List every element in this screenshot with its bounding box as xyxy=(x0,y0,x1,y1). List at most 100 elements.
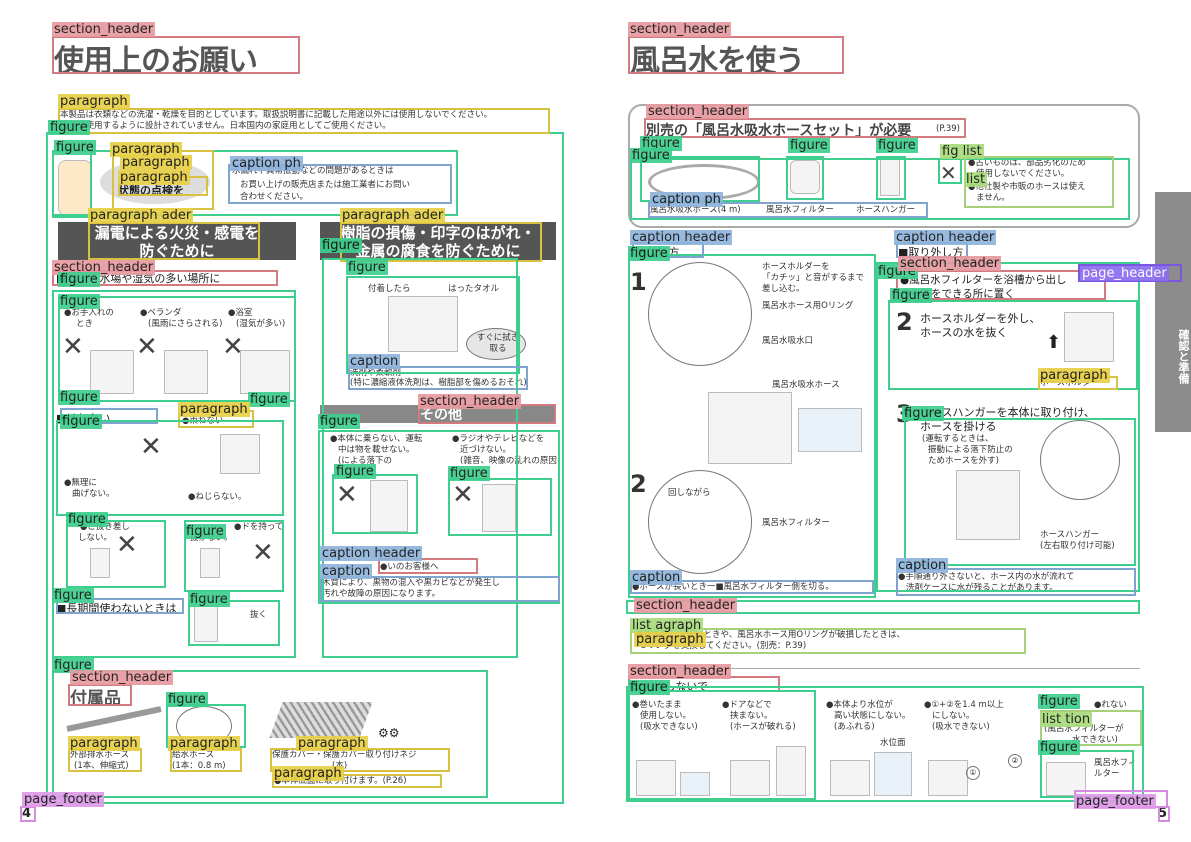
washer-illustration xyxy=(956,470,1020,540)
customer-caption-2: 汚れや故障の原因になります。 xyxy=(322,589,441,599)
outlet-illustration xyxy=(90,548,110,578)
label-tag: caption xyxy=(896,558,949,573)
washer-illustration xyxy=(370,480,408,532)
item-hose: 風呂水吸水ホース(4 m) xyxy=(650,205,741,215)
bathtub-illustration xyxy=(798,408,862,452)
remove-2b: ホースの水を抜く xyxy=(920,326,1008,339)
label-tag: caption ph xyxy=(650,192,723,207)
cross-icon: ✕ xyxy=(136,332,158,362)
hanger-illustration xyxy=(880,158,900,196)
bathtub-illustration xyxy=(874,752,912,796)
label-tag: paragraph xyxy=(58,94,130,109)
remove-3c: (運転するときは、 xyxy=(922,434,994,444)
label-tag: section_header xyxy=(52,22,156,37)
outlet-illustration xyxy=(194,606,218,642)
washer-illustration xyxy=(830,760,870,796)
place-3: ●浴室 xyxy=(228,308,253,318)
warning-2: Oリングを交換してください。(別売：P.39) xyxy=(640,641,807,651)
divider xyxy=(630,668,1140,669)
turn-label: 回しながら xyxy=(668,488,711,498)
hanger-label-2: (左右取り付け可能) xyxy=(1040,541,1115,551)
required-header: 別売の「風呂水吸水ホースセット」が必要 xyxy=(646,123,912,139)
notice-line-2: お買い上げの販売店または施工業者にお問い xyxy=(240,180,411,190)
plug-1b: しない。 xyxy=(78,533,113,543)
attached-tag: 付着したら xyxy=(368,284,411,294)
step-1-zoom xyxy=(648,262,752,366)
remove-header: ■取り外し方 xyxy=(898,246,964,259)
label-tag: paragraph xyxy=(1038,368,1110,383)
label-tag: caption xyxy=(630,570,683,585)
left-page-number: 4 xyxy=(22,806,32,821)
label-tag: caption xyxy=(320,564,373,579)
place-2: ●ベランダ xyxy=(140,308,182,318)
other-2b: 近づけない。 xyxy=(460,445,512,455)
label-tag: figure xyxy=(890,288,932,303)
step-1e: 風呂水吸水口 xyxy=(762,336,814,346)
no-twist: ●ねじらない。 xyxy=(188,492,247,502)
no-2c: (ホースが破れる) xyxy=(730,722,796,732)
cross-icon: ✕ xyxy=(452,480,474,510)
filter-illustration xyxy=(790,160,820,194)
wipe-text: すぐに拭き取る xyxy=(476,333,520,354)
customer-caption-1: 木質により、黒物の混入や黒カビなどが発生し xyxy=(322,578,500,588)
remove-caption-1: ●手順通り外さないと、ホース内の水が流れて xyxy=(898,572,1075,582)
place-1b: とき xyxy=(76,319,94,329)
label-tag: figure xyxy=(58,390,100,405)
label-tag: section_header xyxy=(628,22,732,37)
cross-icon: ✕ xyxy=(140,432,162,462)
other-2c: (雑音、映像の乱れの原因 xyxy=(460,456,557,466)
label-tag: figure xyxy=(66,512,108,527)
no-1b: 使用しない。 xyxy=(640,711,692,721)
water-level-label: 水位面 xyxy=(880,738,906,748)
label-tag: figure xyxy=(346,260,388,275)
label-tag: list agraph xyxy=(630,618,704,633)
other-1c: (による落下の xyxy=(338,456,393,466)
attach-caption: ●ホースが長いとき一■風呂水フィルター側を切る。 xyxy=(632,582,834,592)
label-tag: figure xyxy=(184,524,226,539)
place-2b: (風雨にさらされる) xyxy=(148,319,223,329)
label-tag: figure xyxy=(628,246,670,261)
washer-illustration xyxy=(90,350,134,394)
remove-3d: 振動による落下防止の xyxy=(928,445,1013,455)
label-tag: paragraph xyxy=(272,766,344,781)
label-tag: list tion xyxy=(1040,712,1093,727)
cross-icon: ✕ xyxy=(62,332,84,362)
label-tag: page_header xyxy=(1080,266,1169,281)
label-tag: paragraph xyxy=(68,736,140,751)
place-3b: (湿気が多い) xyxy=(236,319,286,329)
remove-3e: ためホースを外す) xyxy=(928,456,999,466)
label-tag: paragraph xyxy=(178,402,250,417)
no-2a: ●ドアなどで xyxy=(722,700,772,710)
label-tag: list xyxy=(964,172,988,187)
washer-illustration xyxy=(636,760,676,796)
label-tag: figure xyxy=(248,392,290,407)
label-tag: figure xyxy=(60,414,102,429)
label-tag: figure xyxy=(58,272,100,287)
remove-step-1: ●風呂水フィルターを浴槽から出し xyxy=(900,274,1067,286)
filter-label: 風呂水フィルター xyxy=(762,518,830,528)
label-tag: paragraph xyxy=(634,632,706,647)
label-tag: page_footer xyxy=(22,792,104,807)
label-tag: paragraph xyxy=(296,736,368,751)
screw-icon: ⚙⚙ xyxy=(378,726,400,740)
label-tag: paragraph ader xyxy=(340,208,446,223)
step-1b: 「カチッ」と音がするまで xyxy=(762,273,865,283)
left-intro-2: 海外で使用するように設計されていません。日本国内の家庭用としてご使用ください。 xyxy=(60,121,391,131)
step-1-number: 1 xyxy=(630,268,647,296)
accessory-4: ●本体底面に取り付けます。(P.26) xyxy=(274,776,407,786)
label-tag: figure xyxy=(448,466,490,481)
label-tag: section_header xyxy=(70,670,174,685)
left-intro-1: 本製品は衣類などの洗濯・乾燥を目的としています。取扱説明書に記載した用途以外には… xyxy=(60,110,493,120)
note-1b: 使用しないでください。 xyxy=(976,169,1070,179)
no-2b: 挟まない。 xyxy=(730,711,773,721)
cross-icon: ✕ xyxy=(222,332,244,362)
no-1a: ●巻いたまま xyxy=(632,700,682,710)
door-illustration xyxy=(776,746,806,796)
no-bend: ●無理に xyxy=(64,478,97,488)
washer-illustration xyxy=(164,350,208,394)
label-tag: figure xyxy=(54,140,96,155)
no-4b: にしない。 xyxy=(932,711,975,721)
other-1b: 中は物を載せない。 xyxy=(338,445,415,455)
customer-caption-header: ●いのお客様へ xyxy=(380,562,439,572)
